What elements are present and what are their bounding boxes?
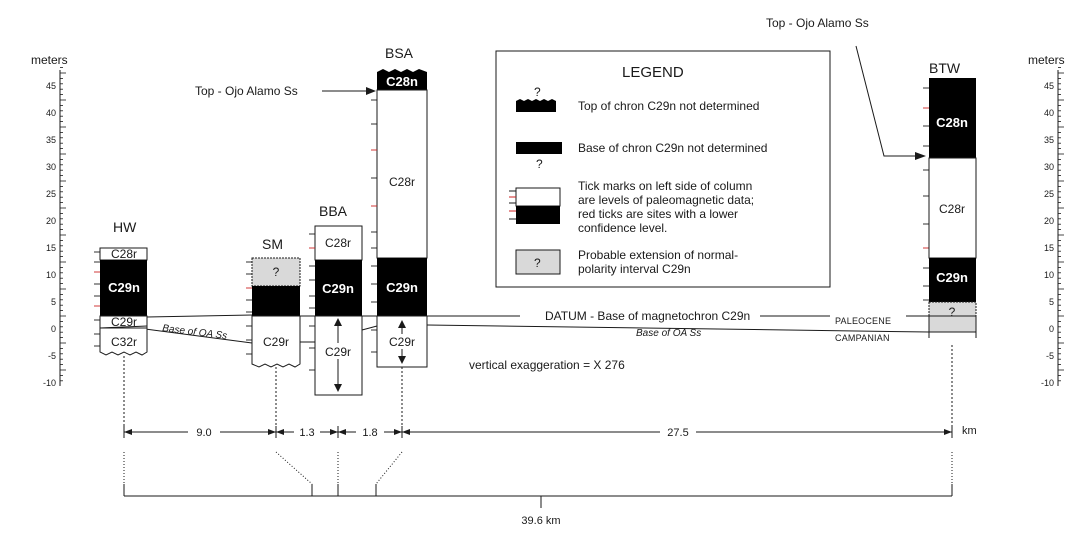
left-tick-label: 20 xyxy=(46,216,56,226)
right-tick-label: 35 xyxy=(1044,135,1054,145)
right-tick-label: 0 xyxy=(1049,324,1054,334)
right-axis-title: meters xyxy=(1028,53,1065,67)
column-hw: HW C28r C29n C29r C32r xyxy=(99,219,148,430)
distance-label: 1.3 xyxy=(299,427,314,439)
left-tick-label: -10 xyxy=(43,378,56,388)
top-ojo-alamo-right: Top - Ojo Alamo Ss xyxy=(766,16,926,160)
campanian-label: CAMPANIAN xyxy=(835,333,890,343)
legend-item-text: Probable extension of normal- xyxy=(578,248,738,262)
paleocene-label: PALEOCENE xyxy=(835,316,891,326)
right-tick-label: 10 xyxy=(1044,270,1054,280)
unit-label: C28n xyxy=(386,74,418,89)
right-tick-label: 25 xyxy=(1044,189,1054,199)
left-tick-label: -5 xyxy=(48,351,56,361)
unit-label: ? xyxy=(949,305,956,319)
legend-item-text: Top of chron C29n not determined xyxy=(578,99,759,113)
right-tick-label: 30 xyxy=(1044,162,1054,172)
legend-question-mark: ? xyxy=(534,256,541,270)
left-tick-label: 25 xyxy=(46,189,56,199)
left-tick-label: 35 xyxy=(46,135,56,145)
legend-item-text: Tick marks on left side of column xyxy=(578,179,752,193)
column-sm: SM ? C29r xyxy=(251,236,301,430)
unit-label: C28r xyxy=(325,236,351,250)
left-tick-label: 40 xyxy=(46,108,56,118)
left-tick-label: 15 xyxy=(46,243,56,253)
legend-item-text: red ticks are sites with a lower xyxy=(578,207,738,221)
left-tick-label: 45 xyxy=(46,81,56,91)
unit-label: C29r xyxy=(325,345,351,359)
distance-label: 9.0 xyxy=(196,427,211,439)
base-oa-label-right: Base of OA Ss xyxy=(636,328,701,339)
unit-label: C29n xyxy=(386,280,418,295)
unit-label: C29r xyxy=(263,335,289,349)
unit-label: C29r xyxy=(111,315,137,329)
legend-item-text: are levels of paleomagnetic data; xyxy=(578,193,754,207)
unit-label: ? xyxy=(273,265,280,279)
left-tick-label: 5 xyxy=(51,297,56,307)
distance-unit: km xyxy=(962,425,977,437)
left-tick-label: 10 xyxy=(46,270,56,280)
unit-label: C29n xyxy=(322,281,354,296)
total-distance-bar: 39.6 km xyxy=(123,451,953,527)
top-ojo-label-left: Top - Ojo Alamo Ss xyxy=(195,84,298,98)
unit-label: C29r xyxy=(389,335,415,349)
right-meter-scale: meters 45 40 35 30 25 20 15 10 5 0 -5 -1… xyxy=(1028,53,1065,388)
correlation-lines: DATUM - Base of magnetochron C29n Base o… xyxy=(121,309,930,372)
left-tick-label: 30 xyxy=(46,162,56,172)
unit-label: C28r xyxy=(939,202,965,216)
right-tick-label: 40 xyxy=(1044,108,1054,118)
legend-question-mark: ? xyxy=(534,85,541,99)
legend-question-mark: ? xyxy=(536,157,543,171)
column-name: BTW xyxy=(929,60,961,76)
column-btw: BTW C28n C28r C29n ? xyxy=(928,60,977,430)
legend-item-text: polarity interval C29n xyxy=(578,262,691,276)
right-tick-label: 20 xyxy=(1044,216,1054,226)
column-bsa: BSA C28n C28r C29n C29r xyxy=(376,45,428,430)
top-ojo-alamo-left: Top - Ojo Alamo Ss xyxy=(195,84,376,98)
distance-label: 1.8 xyxy=(362,427,377,439)
column-name: BBA xyxy=(319,203,348,219)
column-name: SM xyxy=(262,236,283,252)
unit-label: C29n xyxy=(936,270,968,285)
right-tick-label: 15 xyxy=(1044,243,1054,253)
right-tick-label: 5 xyxy=(1049,297,1054,307)
right-tick-label: -5 xyxy=(1046,351,1054,361)
top-ojo-label-right: Top - Ojo Alamo Ss xyxy=(766,16,869,30)
column-bba: BBA C28r C29n C29r xyxy=(314,203,363,396)
distance-bar: 9.0 1.3 1.8 27.5 km xyxy=(123,425,977,439)
legend: LEGEND ? Top of chron C29n not determine… xyxy=(495,50,831,288)
column-name: BSA xyxy=(385,45,414,61)
unit-label: C29n xyxy=(108,280,140,295)
base-oa-label-left: Base of OA Ss xyxy=(162,323,228,342)
exaggeration-label: vertical exaggeration = X 276 xyxy=(469,358,625,372)
left-tick-label: 0 xyxy=(51,324,56,334)
unit-label: C28n xyxy=(936,115,968,130)
distance-label: 27.5 xyxy=(667,427,688,439)
unit-label: C32r xyxy=(111,335,137,349)
legend-item-text: confidence level. xyxy=(578,221,667,235)
right-tick-label: 45 xyxy=(1044,81,1054,91)
unit-label: C28r xyxy=(111,247,137,261)
left-meter-scale: meters 45 40 35 30 25 20 15 10 5 0 -5 -1… xyxy=(31,53,68,388)
column-name: HW xyxy=(113,219,137,235)
left-axis-title: meters xyxy=(31,53,68,67)
right-tick-label: -10 xyxy=(1041,378,1054,388)
total-distance-label: 39.6 km xyxy=(521,515,560,527)
unit-label: C28r xyxy=(389,175,415,189)
legend-item-text: Base of chron C29n not determined xyxy=(578,141,767,155)
datum-label: DATUM - Base of magnetochron C29n xyxy=(545,309,750,323)
legend-title: LEGEND xyxy=(622,64,684,81)
